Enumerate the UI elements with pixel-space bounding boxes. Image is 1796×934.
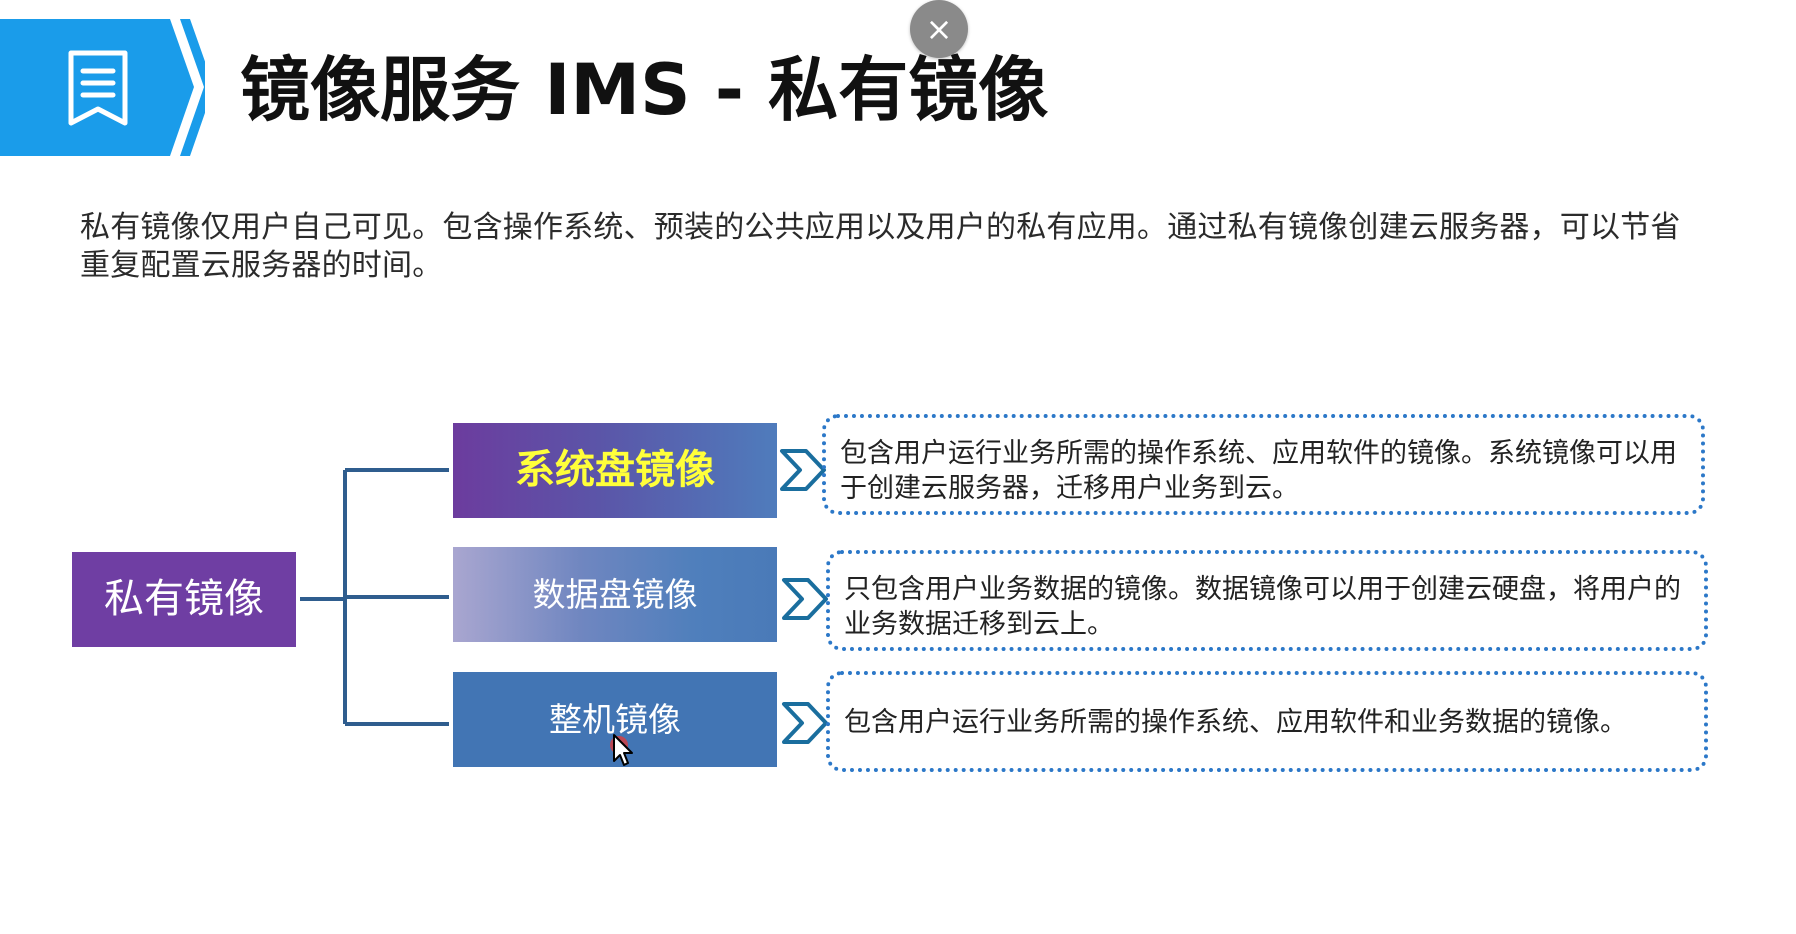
category-full-machine-image: 整机镜像 bbox=[453, 672, 777, 767]
chevron-right-icon bbox=[782, 578, 828, 620]
document-list-icon bbox=[68, 50, 128, 126]
intro-paragraph: 私有镜像仅用户自己可见。包含操作系统、预装的公共应用以及用户的私有应用。通过私有… bbox=[80, 210, 1681, 283]
category-system-disk-image: 系统盘镜像 bbox=[453, 423, 777, 518]
description-system-disk-image: 包含用户运行业务所需的操作系统、应用软件的镜像。系统镜像可以用于创建云服务器，迁… bbox=[822, 414, 1705, 515]
root-node-private-image: 私有镜像 bbox=[72, 552, 296, 647]
header-banner bbox=[0, 19, 205, 156]
chevron-right-icon bbox=[782, 702, 828, 744]
close-button[interactable]: × bbox=[910, 0, 968, 58]
category-data-disk-image: 数据盘镜像 bbox=[453, 547, 777, 642]
mouse-cursor-icon bbox=[610, 734, 633, 766]
description-data-disk-image: 只包含用户业务数据的镜像。数据镜像可以用于创建云硬盘，将用户的业务数据迁移到云上… bbox=[826, 550, 1708, 651]
chevron-right-icon bbox=[780, 449, 826, 491]
description-full-machine-image: 包含用户运行业务所需的操作系统、应用软件和业务数据的镜像。 bbox=[826, 671, 1708, 772]
page-title: 镜像服务 IMS - 私有镜像 bbox=[240, 49, 1049, 131]
